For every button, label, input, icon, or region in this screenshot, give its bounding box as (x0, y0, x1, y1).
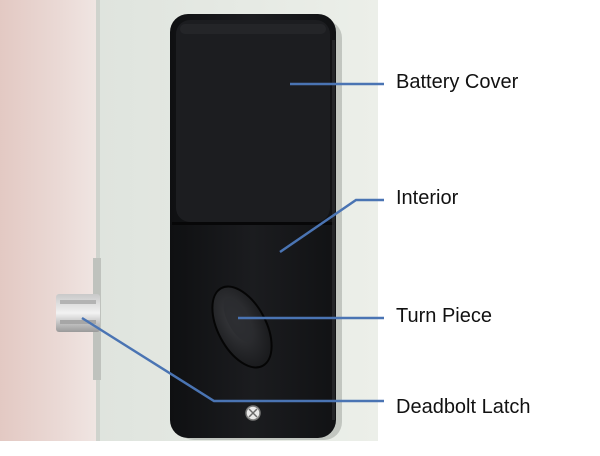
label-interior: Interior (396, 187, 459, 209)
lock-photo-drawing (0, 0, 378, 441)
lock-photo (0, 0, 378, 441)
deadbolt-latch (56, 294, 100, 332)
battery-cover (176, 20, 330, 222)
door-edge (0, 0, 98, 441)
label-battery-cover: Battery Cover (396, 71, 519, 93)
label-deadbolt-latch: Deadbolt Latch (396, 396, 531, 418)
label-turn-piece: Turn Piece (396, 305, 492, 327)
